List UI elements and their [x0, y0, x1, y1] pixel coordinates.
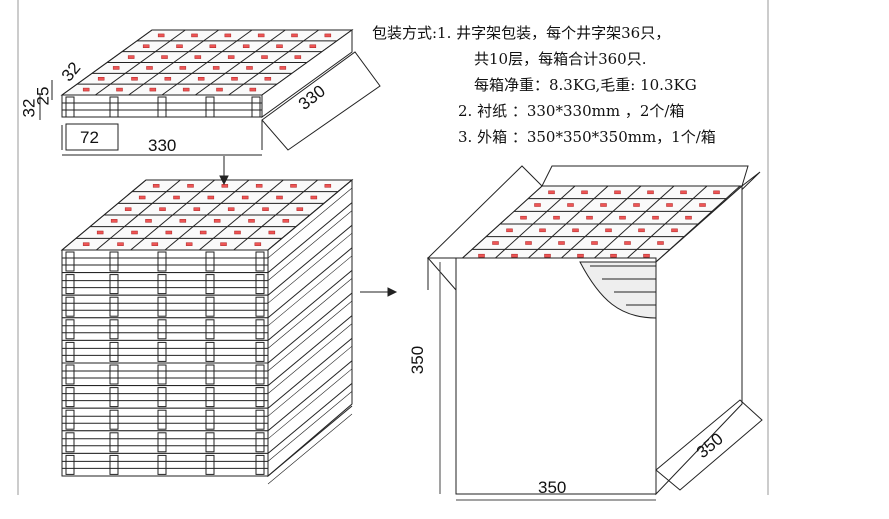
dim-cell: 72	[80, 128, 99, 147]
spec-line-3: 每箱净重：8.3KG,毛重: 10.3KG	[474, 76, 697, 94]
spec-line-1: 包装方式:1. 井字架包装，每个井字架36只，	[372, 24, 671, 42]
dim-height-b: 25	[33, 86, 53, 106]
stacked-frames	[60, 156, 398, 485]
spec-line-4: 2. 衬纸 ：330*330mm ，2个/箱	[458, 102, 685, 120]
dim-box-width: 350	[538, 478, 567, 497]
spec-line-2: 共10层，每箱合计360只.	[474, 50, 647, 68]
carton-box	[426, 165, 763, 501]
single-layer-frame	[39, 29, 381, 156]
spec-line-5: 3. 外箱 ：350*350*350mm，1个/箱	[458, 128, 716, 146]
dim-box-height: 350	[408, 345, 428, 375]
dim-top-width: 330	[148, 136, 177, 155]
